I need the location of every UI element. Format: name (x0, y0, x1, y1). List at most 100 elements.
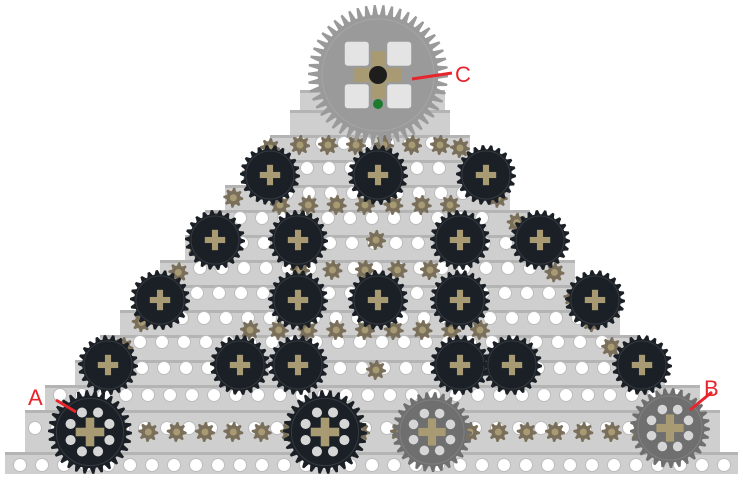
gear-hole (435, 409, 445, 419)
axle-cross (509, 355, 515, 375)
label-c: C (455, 62, 471, 87)
small-gear-hub (580, 429, 587, 436)
gear-hole (673, 405, 683, 415)
axle-cross (375, 290, 381, 310)
brick-hole (323, 162, 336, 175)
gear-window (345, 84, 369, 108)
small-gear-hub (333, 202, 340, 209)
brick-hole (191, 287, 204, 300)
small-gear-hub (373, 237, 380, 244)
small-gear-hub (477, 327, 484, 334)
axle-cross (537, 230, 543, 250)
brick-edge (45, 385, 700, 388)
small-gear-hub (390, 327, 397, 334)
brick-hole (520, 459, 533, 472)
gear-hole (684, 431, 694, 441)
green-pin (373, 99, 383, 109)
axle-cross (457, 355, 463, 375)
small-gear-hub (427, 267, 434, 274)
small-gear-hub (247, 327, 254, 334)
brick-hole (411, 162, 424, 175)
brick-hole (256, 459, 269, 472)
brick-hole (134, 336, 147, 349)
brick-hole (604, 389, 617, 402)
gear-hole (446, 435, 456, 445)
small-gear-hub (418, 202, 425, 209)
brick-hole (560, 389, 573, 402)
brick-hole (235, 287, 248, 300)
gear-window (345, 42, 369, 66)
small-gear-hub (362, 202, 369, 209)
brick-hole (506, 312, 519, 325)
small-gear-hub (551, 269, 558, 276)
small-gear-hub (353, 142, 360, 149)
axle-cross (212, 230, 218, 250)
brick-hole (234, 212, 247, 225)
brick-hole (257, 287, 270, 300)
label-b: B (704, 376, 719, 401)
gear-hole (409, 420, 419, 430)
brick-hole (301, 162, 314, 175)
small-gear-hub (173, 429, 180, 436)
small-gear-hub (325, 142, 332, 149)
gear-hole (301, 419, 311, 429)
brick-hole (433, 162, 446, 175)
brick-hole (362, 389, 375, 402)
small-gear-hub (419, 327, 426, 334)
brick-hole (29, 422, 42, 435)
brick-hole (213, 287, 226, 300)
gear-hole (339, 435, 349, 445)
brick-hole (124, 459, 137, 472)
brick-hole (208, 389, 221, 402)
gear-window (387, 42, 411, 66)
gear-hole (77, 408, 87, 418)
small-gear-hub (297, 142, 304, 149)
small-gear-hub (457, 145, 464, 152)
gear-window (387, 84, 411, 108)
brick-hole (200, 336, 213, 349)
small-gear-hub (362, 327, 369, 334)
brick-hole (542, 459, 555, 472)
small-gear-hub (258, 429, 265, 436)
brick-hole (388, 459, 401, 472)
brick-hole (502, 262, 515, 275)
brick-hole (156, 336, 169, 349)
axle-cross (666, 414, 674, 441)
brick-hole (136, 362, 149, 375)
brick-hole (412, 237, 425, 250)
brick-hole (498, 459, 511, 472)
brick-hole (54, 389, 67, 402)
small-gear-hub (552, 429, 559, 436)
brick-hole (552, 336, 565, 349)
gear-hole (339, 419, 349, 429)
brick-hole (484, 312, 497, 325)
label-a: A (28, 385, 43, 410)
brick-hole (521, 287, 534, 300)
axle-cross (295, 290, 301, 310)
gear-hole (93, 408, 103, 418)
axle-cross (295, 230, 301, 250)
brick-hole (696, 459, 709, 472)
brick-hole (528, 312, 541, 325)
brick-hole (198, 312, 211, 325)
axle-cross (267, 165, 273, 185)
small-gear-hub (608, 429, 615, 436)
gear-hole (328, 408, 338, 418)
brick-hole (256, 212, 269, 225)
brick-hole (14, 459, 27, 472)
brick-hole (168, 459, 181, 472)
gear-hole (328, 446, 338, 456)
small-gear-hub (523, 429, 530, 436)
axle-cross (321, 418, 330, 447)
gear-hole (77, 446, 87, 456)
brick-hole (234, 459, 247, 472)
small-gear-hub (495, 429, 502, 436)
gear-hole (104, 419, 114, 429)
small-gear-hub (390, 202, 397, 209)
brick-hole (334, 362, 347, 375)
brick-hole (550, 312, 563, 325)
gear-hole (66, 419, 76, 429)
brick-hole (476, 459, 489, 472)
small-gear-hub (305, 202, 312, 209)
